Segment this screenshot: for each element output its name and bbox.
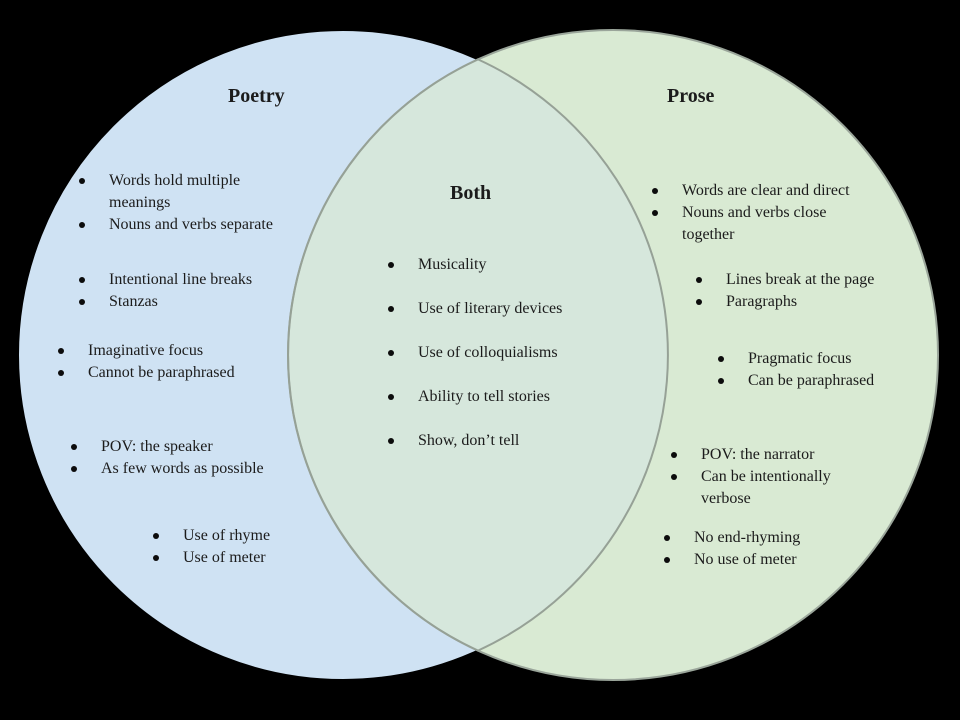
bullet-icon: [651, 202, 682, 216]
bullet-icon: [70, 436, 101, 450]
list-item-line: Imaginative focus: [88, 342, 204, 359]
list-item: No use of meter: [663, 549, 800, 571]
bullet-icon: [663, 527, 694, 541]
prose-group-3: Pragmatic focus Can be paraphrased: [717, 348, 874, 392]
list-item: Show, don’t tell: [387, 430, 562, 452]
list-item: Use of literary devices: [387, 298, 562, 320]
prose-title: Prose: [667, 85, 715, 107]
list-item: Nouns and verbs close together: [651, 202, 850, 246]
list-item-line: together: [682, 226, 735, 243]
bullet-icon: [695, 269, 726, 283]
list-item: Ability to tell stories: [387, 386, 562, 408]
bullet-icon: [651, 180, 682, 194]
both-list: Musicality Use of literary devices Use o…: [387, 254, 562, 474]
list-item-line: Nouns and verbs separate: [109, 216, 273, 233]
list-item-line: Nouns and verbs close: [682, 204, 827, 221]
list-item: Words are clear and direct: [651, 180, 850, 202]
list-item-line: Show, don’t tell: [418, 432, 520, 449]
list-item-line: No use of meter: [694, 551, 797, 568]
bullet-icon: [78, 170, 109, 184]
list-item: POV: the narrator: [670, 444, 831, 466]
list-item-line: Can be intentionally: [701, 468, 831, 485]
list-item-line: meanings: [109, 194, 171, 211]
prose-group-1: Words are clear and direct Nouns and ver…: [651, 180, 850, 246]
bullet-icon: [78, 291, 109, 305]
bullet-icon: [387, 298, 418, 312]
list-item-line: Use of colloquialisms: [418, 344, 558, 361]
bullet-icon: [387, 430, 418, 444]
poetry-group-2: Intentional line breaks Stanzas: [78, 269, 252, 313]
bullet-icon: [387, 342, 418, 356]
list-item: Words hold multiple meanings: [78, 170, 273, 214]
list-item: Can be intentionally verbose: [670, 466, 831, 510]
list-item-line: POV: the narrator: [701, 446, 815, 463]
list-item-line: Pragmatic focus: [748, 350, 852, 367]
prose-group-4: POV: the narrator Can be intentionally v…: [670, 444, 831, 510]
list-item-line: Lines break at the page: [726, 271, 875, 288]
poetry-group-4: POV: the speaker As few words as possibl…: [70, 436, 264, 480]
list-item-line: No end-rhyming: [694, 529, 801, 546]
prose-group-2: Lines break at the page Paragraphs: [695, 269, 874, 313]
bullet-icon: [78, 269, 109, 283]
list-item: Nouns and verbs separate: [78, 214, 273, 236]
bullet-icon: [717, 370, 748, 384]
list-item: Musicality: [387, 254, 562, 276]
list-item: Lines break at the page: [695, 269, 874, 291]
list-item: As few words as possible: [70, 458, 264, 480]
list-item: Intentional line breaks: [78, 269, 252, 291]
list-item-line: Can be paraphrased: [748, 372, 875, 389]
list-item-line: Words are clear and direct: [682, 182, 850, 199]
bullet-icon: [70, 458, 101, 472]
poetry-group-1: Words hold multiple meanings Nouns and v…: [78, 170, 273, 236]
list-item-line: Cannot be paraphrased: [88, 364, 235, 381]
list-item: Paragraphs: [695, 291, 874, 313]
list-item: No end-rhyming: [663, 527, 800, 549]
bullet-icon: [670, 444, 701, 458]
list-item: POV: the speaker: [70, 436, 264, 458]
list-item: Use of rhyme: [152, 525, 270, 547]
poetry-title: Poetry: [228, 85, 285, 107]
list-item-line: verbose: [701, 490, 751, 507]
list-item-line: Use of literary devices: [418, 300, 563, 317]
list-item-line: Words hold multiple: [109, 172, 241, 189]
list-item-line: Paragraphs: [726, 293, 798, 310]
bullet-icon: [387, 386, 418, 400]
overlap-region: [287, 58, 669, 652]
list-item-line: Use of rhyme: [183, 527, 271, 544]
list-item-line: Musicality: [418, 256, 487, 273]
list-item: Use of colloquialisms: [387, 342, 562, 364]
bullet-icon: [152, 525, 183, 539]
bullet-icon: [78, 214, 109, 228]
list-item-line: Use of meter: [183, 549, 266, 566]
list-item: Use of meter: [152, 547, 270, 569]
list-item: Can be paraphrased: [717, 370, 874, 392]
list-item-line: Ability to tell stories: [418, 388, 550, 405]
list-item-line: Intentional line breaks: [109, 271, 253, 288]
bullet-icon: [152, 547, 183, 561]
list-item-line: As few words as possible: [101, 460, 264, 477]
bullet-icon: [663, 549, 694, 563]
list-item-line: POV: the speaker: [101, 438, 213, 455]
list-item: Cannot be paraphrased: [57, 362, 235, 384]
both-title: Both: [450, 182, 492, 204]
bullet-icon: [387, 254, 418, 268]
bullet-icon: [717, 348, 748, 362]
poetry-group-3: Imaginative focus Cannot be paraphrased: [57, 340, 235, 384]
list-item: Imaginative focus: [57, 340, 235, 362]
bullet-icon: [57, 340, 88, 354]
poetry-group-5: Use of rhyme Use of meter: [152, 525, 270, 569]
list-item: Pragmatic focus: [717, 348, 874, 370]
prose-group-5: No end-rhyming No use of meter: [663, 527, 800, 571]
bullet-icon: [670, 466, 701, 480]
bullet-icon: [57, 362, 88, 376]
list-item: Stanzas: [78, 291, 252, 313]
bullet-icon: [695, 291, 726, 305]
list-item-line: Stanzas: [109, 293, 158, 310]
